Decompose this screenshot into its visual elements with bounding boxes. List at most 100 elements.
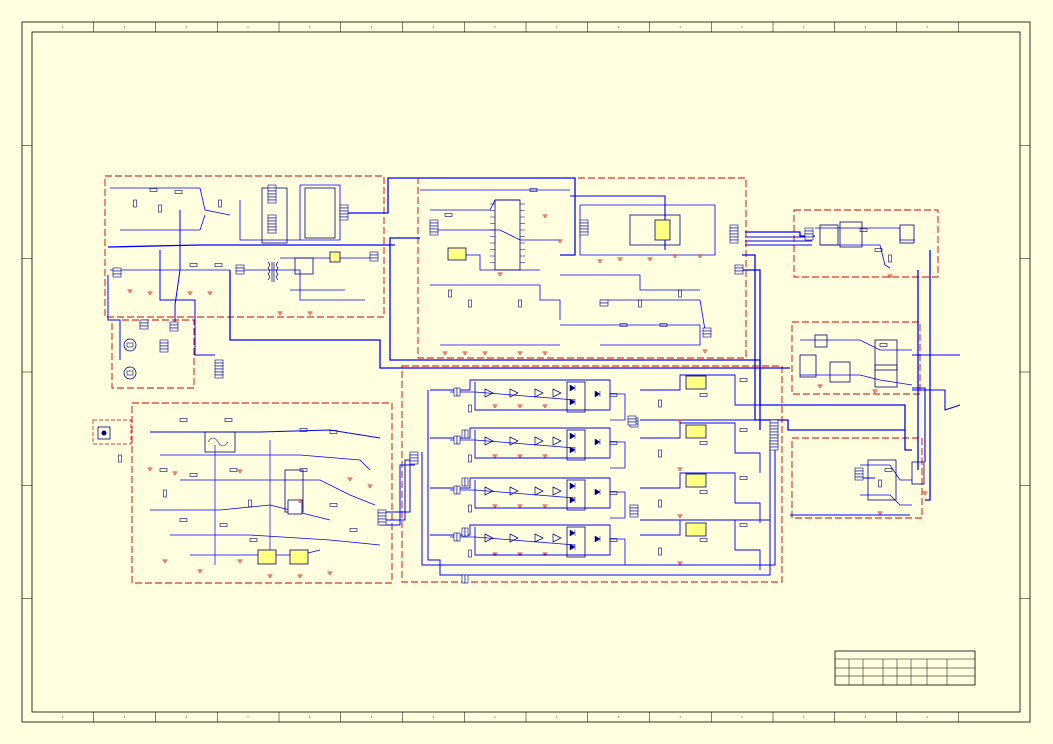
opamp-icon: [552, 533, 562, 543]
connector-icon: [235, 270, 245, 275]
resistor: [609, 393, 618, 397]
opamp-icon: [534, 533, 544, 543]
motor-icon: [123, 338, 137, 352]
connector-icon: [429, 219, 439, 224]
opamp-icon: [484, 388, 494, 398]
connector-icon: [854, 470, 864, 475]
ic-chip: [494, 199, 521, 271]
ground-icon: [517, 404, 523, 408]
connector-icon: [159, 345, 169, 350]
connector-icon: [769, 443, 779, 448]
connector-icon: [409, 454, 419, 459]
title-block: [834, 650, 976, 686]
ic-chip: [829, 361, 851, 383]
opamp-icon: [509, 436, 519, 446]
power-wire: [240, 269, 365, 301]
connector-icon: [235, 264, 245, 269]
connector-icon: [267, 229, 277, 234]
diode-icon: [594, 438, 601, 446]
diode-icon: [569, 384, 576, 392]
connector-icon: [734, 264, 744, 269]
resistor: [859, 228, 868, 232]
connector-icon: [629, 504, 639, 509]
ground-icon: [647, 257, 653, 261]
connector-icon: [769, 434, 779, 439]
ic-chip: [911, 461, 925, 485]
ctrl-wire: [600, 299, 706, 331]
resistor: [879, 343, 888, 347]
zone-mark: [247, 26, 249, 28]
relay-wire: [800, 339, 912, 351]
resistor: [249, 538, 258, 542]
connector-icon: [629, 510, 639, 515]
drawing-frame: [21, 21, 1031, 723]
ground-icon: [147, 467, 153, 471]
zone-mark: [62, 716, 64, 718]
connector-icon: [409, 451, 419, 456]
zone-mark: [371, 26, 372, 28]
resistor: [163, 489, 167, 498]
bus-wire: [159, 250, 215, 356]
ground-icon: [517, 552, 523, 556]
bus-wire: [229, 270, 790, 369]
connector-icon: [464, 429, 469, 439]
bus-wire: [740, 269, 912, 451]
connector-icon: [267, 193, 277, 198]
ground-icon: [677, 561, 683, 565]
zone-mark: [679, 26, 681, 28]
resistor: [609, 538, 618, 542]
connector-icon: [627, 421, 637, 426]
ic-chip: [304, 187, 336, 239]
connector-icon: [377, 512, 387, 517]
ground-icon: [887, 274, 893, 278]
zone-mark: [865, 26, 866, 28]
analog-wire: [170, 534, 381, 546]
ic-chip: [566, 526, 586, 558]
components: [97, 184, 928, 584]
connector-icon: [112, 267, 122, 272]
relay-wire: [820, 244, 891, 269]
connector-icon: [734, 270, 744, 275]
zone-mark: [494, 26, 496, 28]
ground-icon: [702, 349, 708, 353]
connector-icon: [339, 216, 349, 221]
connector-icon: [159, 348, 169, 353]
connector-icon: [377, 521, 387, 526]
resistor: [468, 454, 472, 463]
zone-mark: [309, 716, 311, 718]
resistor: [468, 299, 472, 308]
zone-mark: [494, 716, 496, 718]
ic-chip: [867, 459, 897, 501]
opamp-icon: [534, 486, 544, 496]
ground-icon: [542, 351, 548, 355]
connector-icon: [854, 467, 864, 472]
power-wire: [299, 184, 341, 241]
ground-icon: [677, 419, 683, 423]
zone-mark: [803, 716, 805, 718]
ground-icon: [542, 454, 548, 458]
zone-mark: [741, 716, 743, 718]
ground-icon: [237, 559, 243, 563]
resistor: [518, 299, 522, 308]
ground-icon: [367, 484, 373, 488]
connector-icon: [579, 228, 589, 233]
resistor: [229, 468, 238, 472]
opamp-icon: [484, 533, 494, 543]
connector-icon: [377, 518, 387, 523]
zone-mark: [185, 716, 187, 718]
resistor: [448, 289, 452, 298]
power-wire: [239, 200, 300, 241]
connector-icon: [769, 425, 779, 430]
connector-icon: [729, 230, 739, 235]
connector-icon: [339, 204, 349, 209]
opamp-icon: [552, 388, 562, 398]
connector-icon: [339, 210, 349, 215]
ctrl-wire: [430, 229, 560, 241]
ic-chip: [257, 549, 277, 565]
connector-icon: [464, 527, 469, 537]
resistor: [468, 504, 472, 513]
connector-icon: [377, 509, 387, 514]
ground-icon: [462, 351, 468, 355]
resistor: [638, 299, 642, 308]
opamp-icon: [534, 436, 544, 446]
